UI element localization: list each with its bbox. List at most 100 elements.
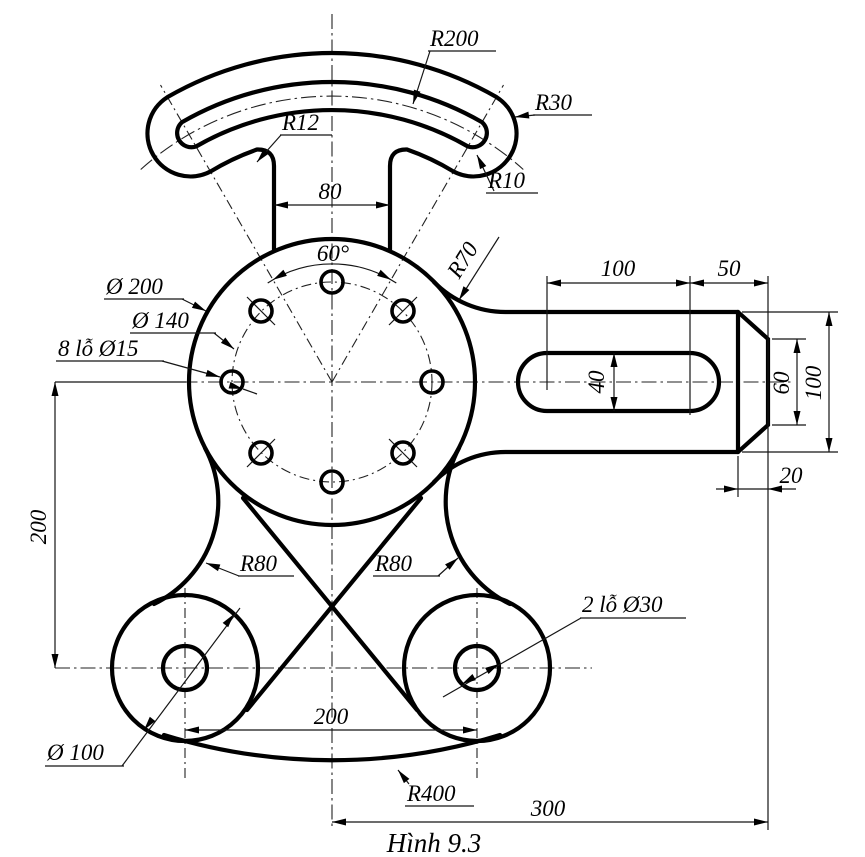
arrow-icon: [445, 558, 458, 570]
dim-arm-height: 100: [742, 311, 838, 453]
hole-tick-sw: [246, 438, 276, 468]
r12-label: R12: [281, 110, 319, 135]
r200-label: R200: [429, 26, 479, 51]
bolt-circle-centerline: [231, 281, 433, 483]
dim-arm-height-label: 100: [801, 365, 826, 400]
arrow-icon: [610, 397, 618, 411]
r70-label: R70: [442, 237, 484, 283]
label-r80-right: R80: [373, 551, 459, 577]
arrow-icon: [547, 279, 561, 287]
dia140-label: Ø 140: [131, 308, 189, 333]
arrow-icon: [257, 149, 269, 162]
dim-left-height: 200: [26, 381, 186, 668]
arrow-icon: [205, 369, 220, 377]
dia200-label: Ø 200: [105, 274, 163, 299]
arrow-icon: [825, 312, 833, 326]
bolt-hole: [319, 469, 345, 495]
label-dia100: Ø 100: [45, 607, 241, 767]
arrow-icon: [676, 279, 690, 287]
arrow-icon: [332, 818, 346, 826]
dim-angle-label: 60°: [317, 241, 349, 266]
bolt-holes: [219, 269, 445, 495]
arrow-icon: [459, 286, 470, 300]
label-dia200: Ø 200: [104, 274, 207, 312]
arrow-icon: [51, 382, 59, 396]
left-r80-fillet: [151, 445, 221, 607]
right-lobe-hole: [452, 643, 502, 693]
dim-total-width-label: 300: [530, 796, 566, 821]
dim-arm-lengths: 100 50: [546, 256, 769, 830]
arrow-icon: [376, 201, 390, 209]
arrow-icon: [462, 674, 476, 684]
part-outline: [109, 51, 771, 763]
label-r200: R200: [412, 26, 496, 105]
r30-label: R30: [534, 90, 573, 115]
hole-tick-ne: [388, 296, 418, 326]
dim-angle: 60°: [267, 241, 397, 284]
arrow-icon: [398, 770, 410, 784]
dim-chamfer-label: 20: [780, 463, 804, 488]
hole-tick-nw: [246, 296, 276, 326]
bolt-hole: [319, 269, 345, 295]
label-r70: R70: [442, 236, 500, 301]
handle-centerline-arc: [140, 95, 524, 170]
bolt-hole: [390, 298, 416, 324]
arrow-icon: [185, 726, 199, 734]
arrow-icon: [477, 155, 487, 170]
dim-neck-width-label: 80: [319, 179, 343, 204]
dim-neck-width: 80: [274, 179, 390, 209]
r400-label: R400: [406, 781, 456, 806]
bolt-hole: [248, 440, 274, 466]
arrow-icon: [463, 726, 477, 734]
right-r80-fillet: [443, 445, 513, 607]
dim-end-width: 60: [769, 338, 806, 426]
dim-arm-len1-label: 100: [601, 256, 636, 281]
arrow-icon: [273, 269, 287, 280]
handle-slot: [175, 79, 489, 150]
arrow-icon: [793, 339, 801, 353]
bolt-hole: [419, 369, 445, 395]
label-holes2: 2 lỗ Ø30: [442, 592, 686, 698]
arrow-icon: [825, 438, 833, 452]
arrow-icon: [222, 614, 234, 628]
dia100-label: Ø 100: [46, 740, 104, 765]
dim-slot-width: 40: [584, 353, 618, 411]
label-holes8: 8 lỗ Ø15: [56, 336, 258, 395]
arm-bottom-edge: [431, 449, 741, 485]
arrow-icon: [413, 89, 421, 104]
label-r10: R10: [476, 154, 538, 194]
tangent-line-left: [240, 495, 420, 713]
radial-centerline-left: [160, 84, 333, 383]
dim-chamfer: 20: [716, 456, 803, 497]
arrow-icon: [191, 301, 206, 311]
arm-top-edge: [431, 279, 741, 315]
arrow-icon: [220, 337, 234, 349]
arrow-icon: [515, 111, 530, 119]
radial-centerline-right: [331, 84, 504, 383]
leader-labels: R200 R30 R10 R12 R70: [45, 26, 686, 807]
bottom-r400-arc: [161, 732, 503, 763]
arrow-icon: [274, 201, 288, 209]
hub-outer-circle: [186, 236, 478, 528]
hole-tick-se: [388, 438, 418, 468]
arrow-icon: [51, 654, 59, 668]
arrow-icon: [377, 269, 391, 280]
r80-right-label: R80: [374, 551, 413, 576]
left-lobe-hole: [160, 643, 210, 693]
arrow-icon: [206, 563, 221, 572]
label-r30: R30: [514, 90, 592, 119]
label-r12: R12: [256, 110, 332, 163]
label-r80-left: R80: [205, 551, 294, 577]
arrow-icon: [610, 353, 618, 367]
holes8-label: 8 lỗ Ø15: [58, 336, 139, 361]
arrow-icon: [754, 818, 768, 826]
arrow-icon: [754, 279, 768, 287]
dim-end-width-label: 60: [769, 371, 794, 395]
bolt-hole: [390, 440, 416, 466]
r80-left-label: R80: [239, 551, 278, 576]
dim-bottom-span-label: 200: [314, 704, 349, 729]
dim-bottom-span: 200: [185, 704, 477, 734]
figure-caption: Hình 9.3: [386, 828, 482, 857]
arrow-icon: [690, 279, 704, 287]
